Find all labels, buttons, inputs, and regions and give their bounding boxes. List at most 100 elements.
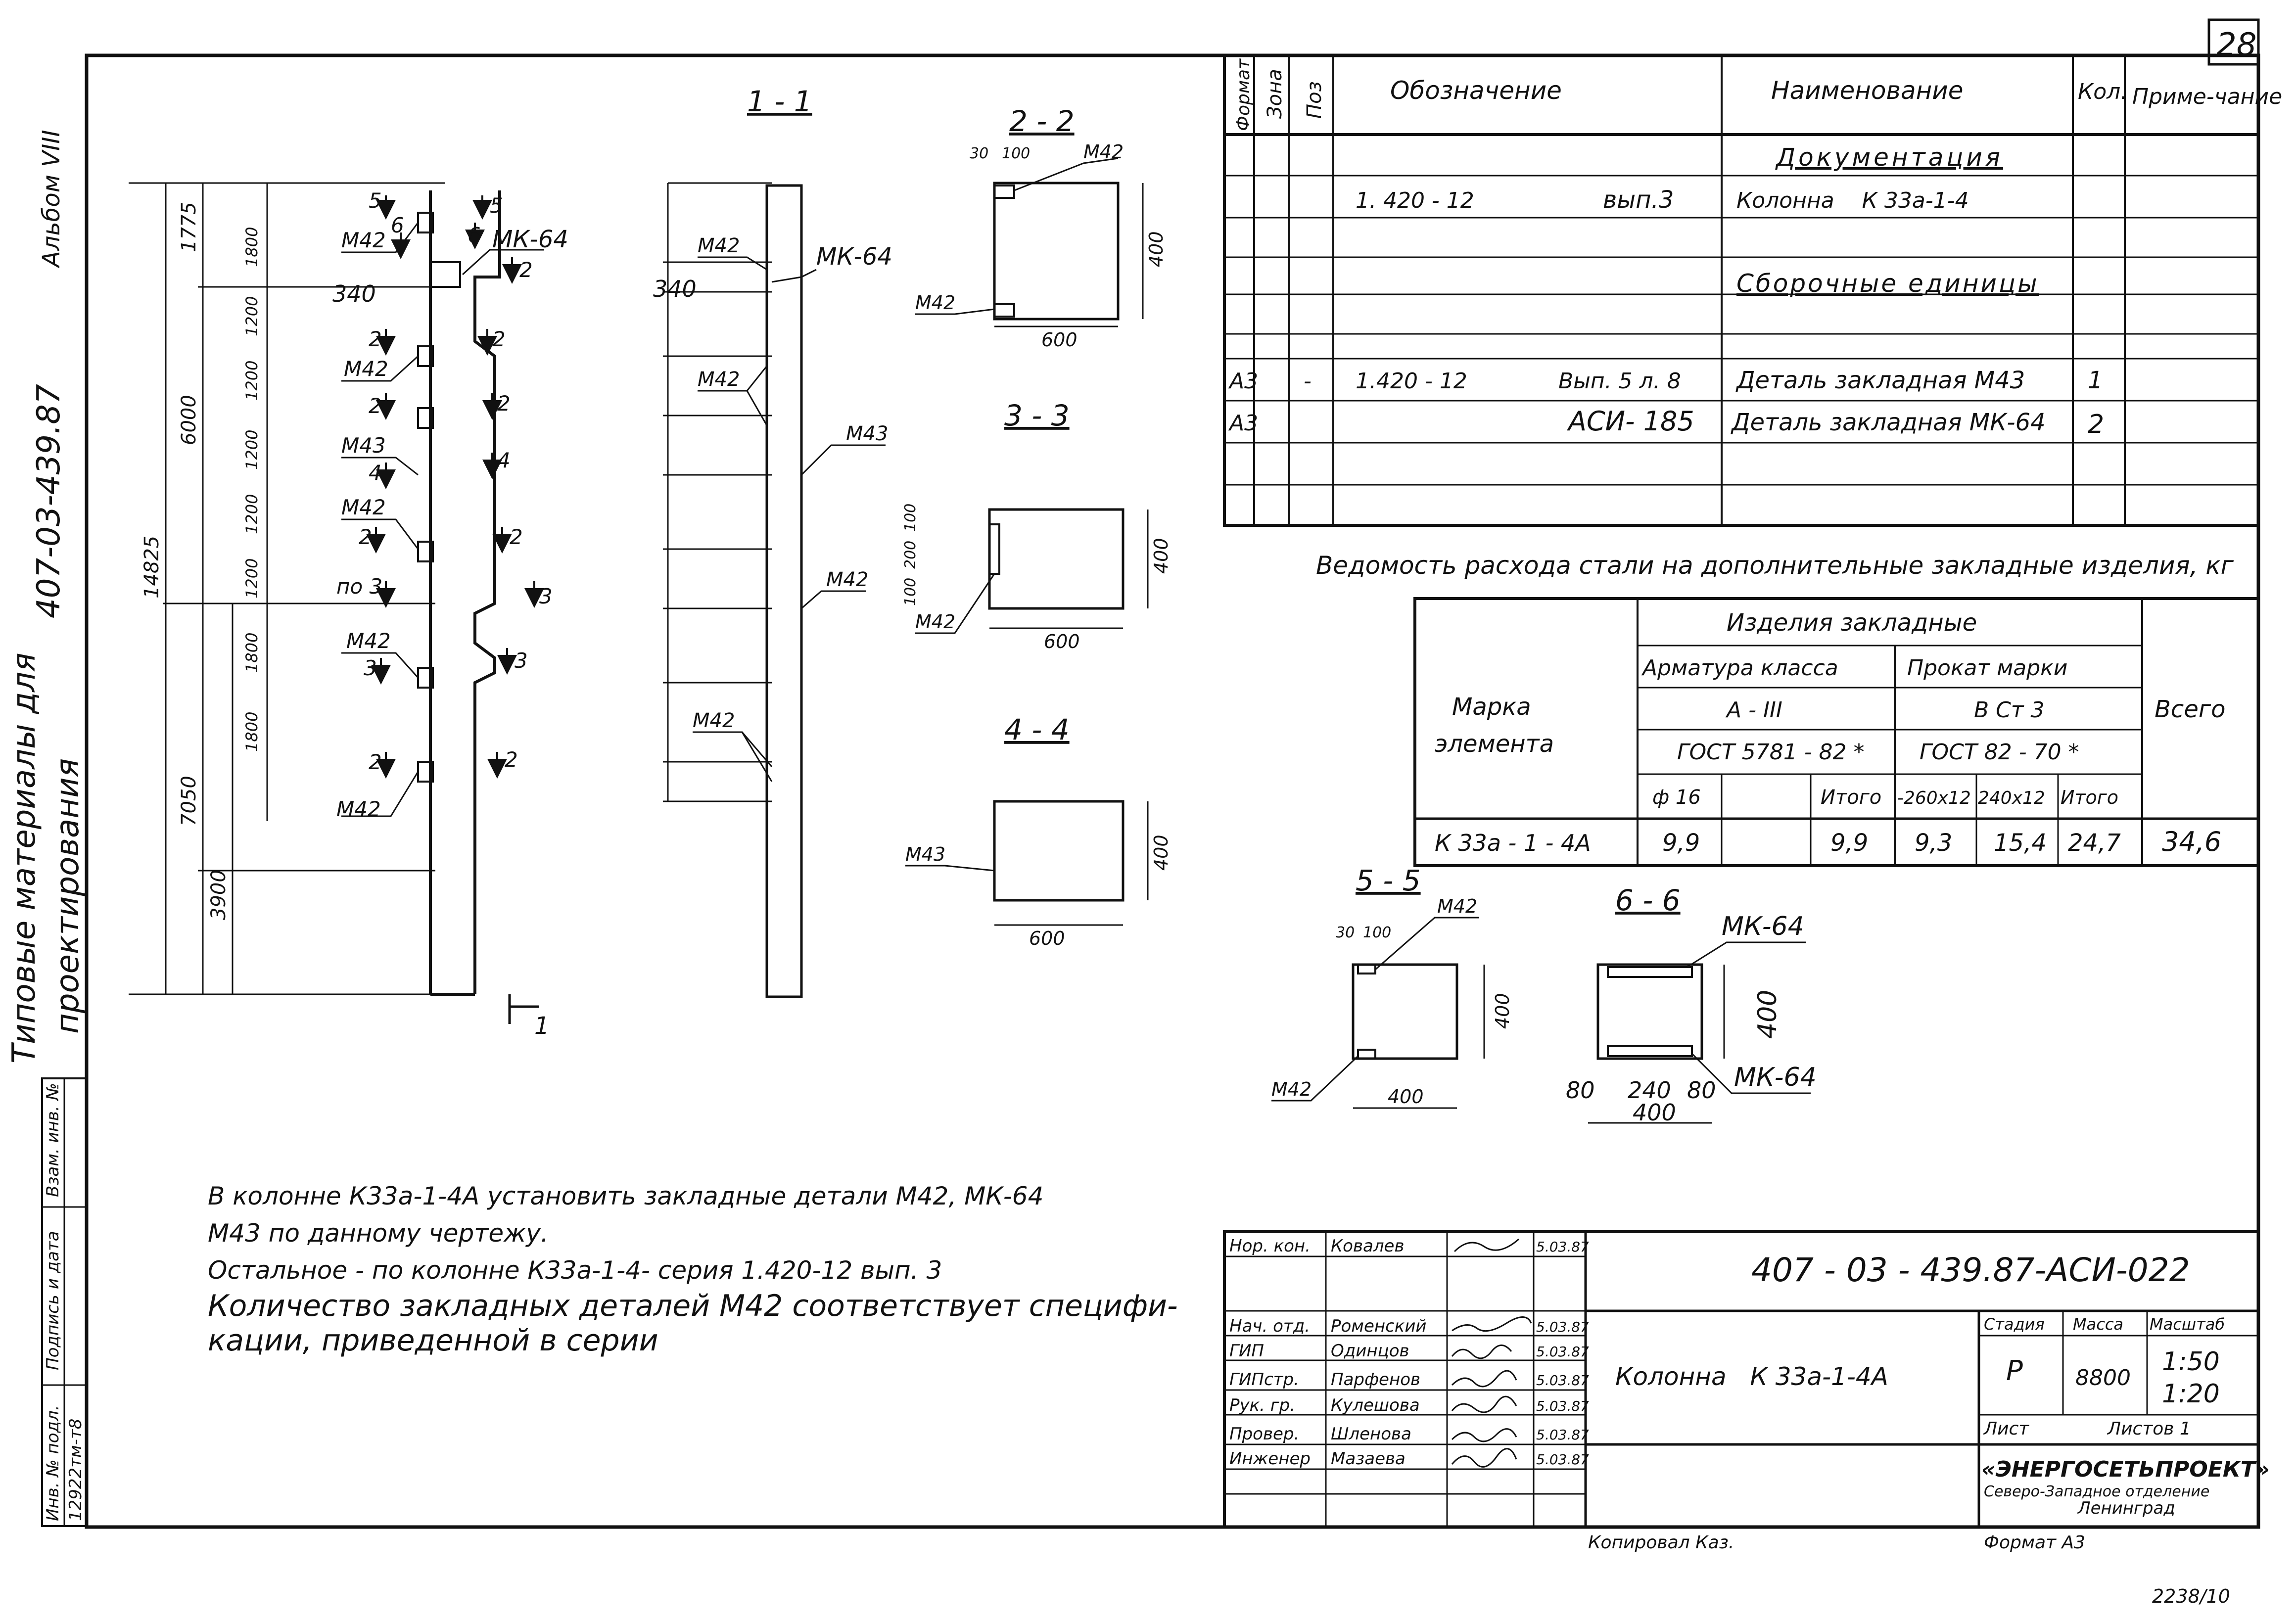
steel-h-mark2: элемента [1435,730,1554,758]
s55-h400: 400 [1492,993,1513,1029]
svg-text:3: 3 [515,649,528,673]
steel-row-phi: 9,9 [1662,829,1700,857]
side-label-mk64: МК-64 [816,243,892,271]
signature-5 [1451,1395,1517,1413]
paper-format: Формат А3 [1984,1532,2085,1553]
steel-c-240: 240х12 [1978,788,2045,808]
date-4: 5.03.87 [1536,1372,1589,1389]
s66-h400: 400 [1753,990,1782,1039]
signature-2 [1452,1316,1532,1332]
stage-value: Р [2006,1355,2023,1387]
title-block: Нор. кон. Ковалев 5.03.87 Нач. отд. Роме… [1223,1230,2269,1529]
section-6-6: 6 - 6 400 80 240 80 400 МК-64 МК-64 [1566,883,1817,1126]
signature-7 [1451,1448,1517,1468]
svg-text:3: 3 [539,584,553,608]
col-pos: Поз [1303,81,1326,119]
svg-text:2: 2 [369,327,382,351]
steel-row-260: 9,3 [1915,829,1952,857]
section-6-6-label: 6 - 6 [1615,883,1681,917]
row3-issue: АСИ- 185 [1567,406,1694,437]
dim-6000: 6000 [178,395,200,445]
svg-text:5: 5 [369,188,382,213]
steel-h-rebar: Арматура класса [1641,655,1838,681]
svg-text:2: 2 [492,327,506,351]
row2-designation: 1.420 - 12 [1356,369,1467,394]
s66-d80-left: 80 [1566,1077,1595,1104]
row3-name: Деталь закладная МК-64 [1731,409,2046,436]
cut-marks: 5 5 6 6 2 2 2 2 2 4 4 2 2 [359,188,553,779]
note-line1: В колонне К33а-1-4А установить закладные… [208,1182,1043,1210]
s22-d100: 100 [1002,145,1030,162]
name-5: Кулешова [1331,1395,1420,1415]
s66-w400: 400 [1633,1099,1676,1126]
side-view: 340 МК-64 М42 М42 М43 М42 М42 [653,182,892,998]
label-m42-3: М42 [341,495,386,519]
svg-text:6: 6 [468,223,481,247]
side-label-m42-3: М42 [826,568,868,591]
s66-mk64-bot: МК-64 [1734,1063,1817,1092]
dim-1775: 1775 [178,202,200,252]
dim-340: 340 [332,280,376,307]
org-city: Ленинград [2077,1498,2175,1518]
steel-c-phi: ф 16 [1652,786,1701,809]
s33-h400: 400 [1150,538,1172,574]
album-label: Альбом VIII [38,130,65,269]
org-name: «ЭНЕРГОСЕТЬПРОЕКТ» [1981,1457,2269,1482]
section-2-2: 2 - 2 600 400 30 100 М42 М42 [915,104,1167,351]
row2-name: Деталь закладная М43 [1735,367,2025,394]
name-2: Роменский [1331,1316,1427,1336]
name-3: Одинцов [1331,1341,1409,1361]
side-label-m42-1: М42 [698,234,740,257]
label-po3: по 3 [336,574,382,599]
steel-st3: В Ст 3 [1974,697,2045,723]
svg-text:2: 2 [510,525,523,549]
dim-1800-c: 1800 [242,712,261,752]
s44-w600: 600 [1029,927,1065,949]
svg-text:2: 2 [497,391,511,416]
label-mk64: МК-64 [492,226,568,253]
s33-d100: 100 [902,504,919,532]
mass-label: Масса [2073,1315,2123,1334]
series-title-line1: Типовые материалы для [6,652,43,1064]
row3-format: А3 [1228,411,1258,436]
svg-text:2: 2 [369,394,382,418]
sheet-label: Лист [1983,1419,2029,1439]
s55-d30: 30 [1336,924,1355,941]
signature-1 [1453,1238,1519,1252]
s22-m42-bot: М42 [915,292,955,314]
s55-w400: 400 [1388,1086,1424,1108]
section-5-5-label: 5 - 5 [1356,864,1421,897]
inv-value: 12922тм-т8 [66,1419,86,1521]
section-assembly: Сборочные единицы [1736,269,2039,298]
date-3: 5.03.87 [1536,1344,1589,1360]
section-5-5: 5 - 5 400 400 30 100 М42 М42 [1271,864,1513,1109]
label-m42-1: М42 [341,228,386,252]
copied-by: Копировал Каз. [1588,1532,1734,1553]
steel-c-itogo1: Итого [1821,786,1881,809]
steel-h-items: Изделия закладные [1727,609,1977,637]
steel-row-itogo1: 9,9 [1830,829,1868,857]
role-1: Нор. кон. [1229,1236,1311,1256]
s33-m42: М42 [915,611,955,633]
col-note: Приме-чание [2132,84,2282,109]
specification-table: Формат Зона Поз Обозначение Наименование… [1223,54,2282,527]
dim-1200-a: 1200 [242,296,261,336]
section-1-mark: 1 [534,1012,550,1040]
col-name: Наименование [1771,76,1964,105]
footer: Копировал Каз. Формат А3 2238/10 [1588,1532,2230,1607]
name-7: Мазаева [1331,1449,1406,1469]
label-m43: М43 [341,433,386,458]
col-zone: Зона [1264,69,1286,119]
s22-h400: 400 [1145,231,1167,267]
s55-d100: 100 [1363,924,1391,941]
s33-d200: 200 [902,541,919,569]
steel-gost2: ГОСТ 82 - 70 * [1920,740,2079,765]
steel-gost1: ГОСТ 5781 - 82 * [1677,740,1865,765]
svg-text:4: 4 [497,448,511,472]
s22-m42-top: М42 [1083,141,1124,163]
dim-1800-b: 1800 [242,633,261,673]
dim-1200-e: 1200 [242,558,261,599]
dim-3900: 3900 [207,870,230,920]
dim-1200-d: 1200 [242,494,261,534]
section-3-3-label: 3 - 3 [1004,399,1070,432]
